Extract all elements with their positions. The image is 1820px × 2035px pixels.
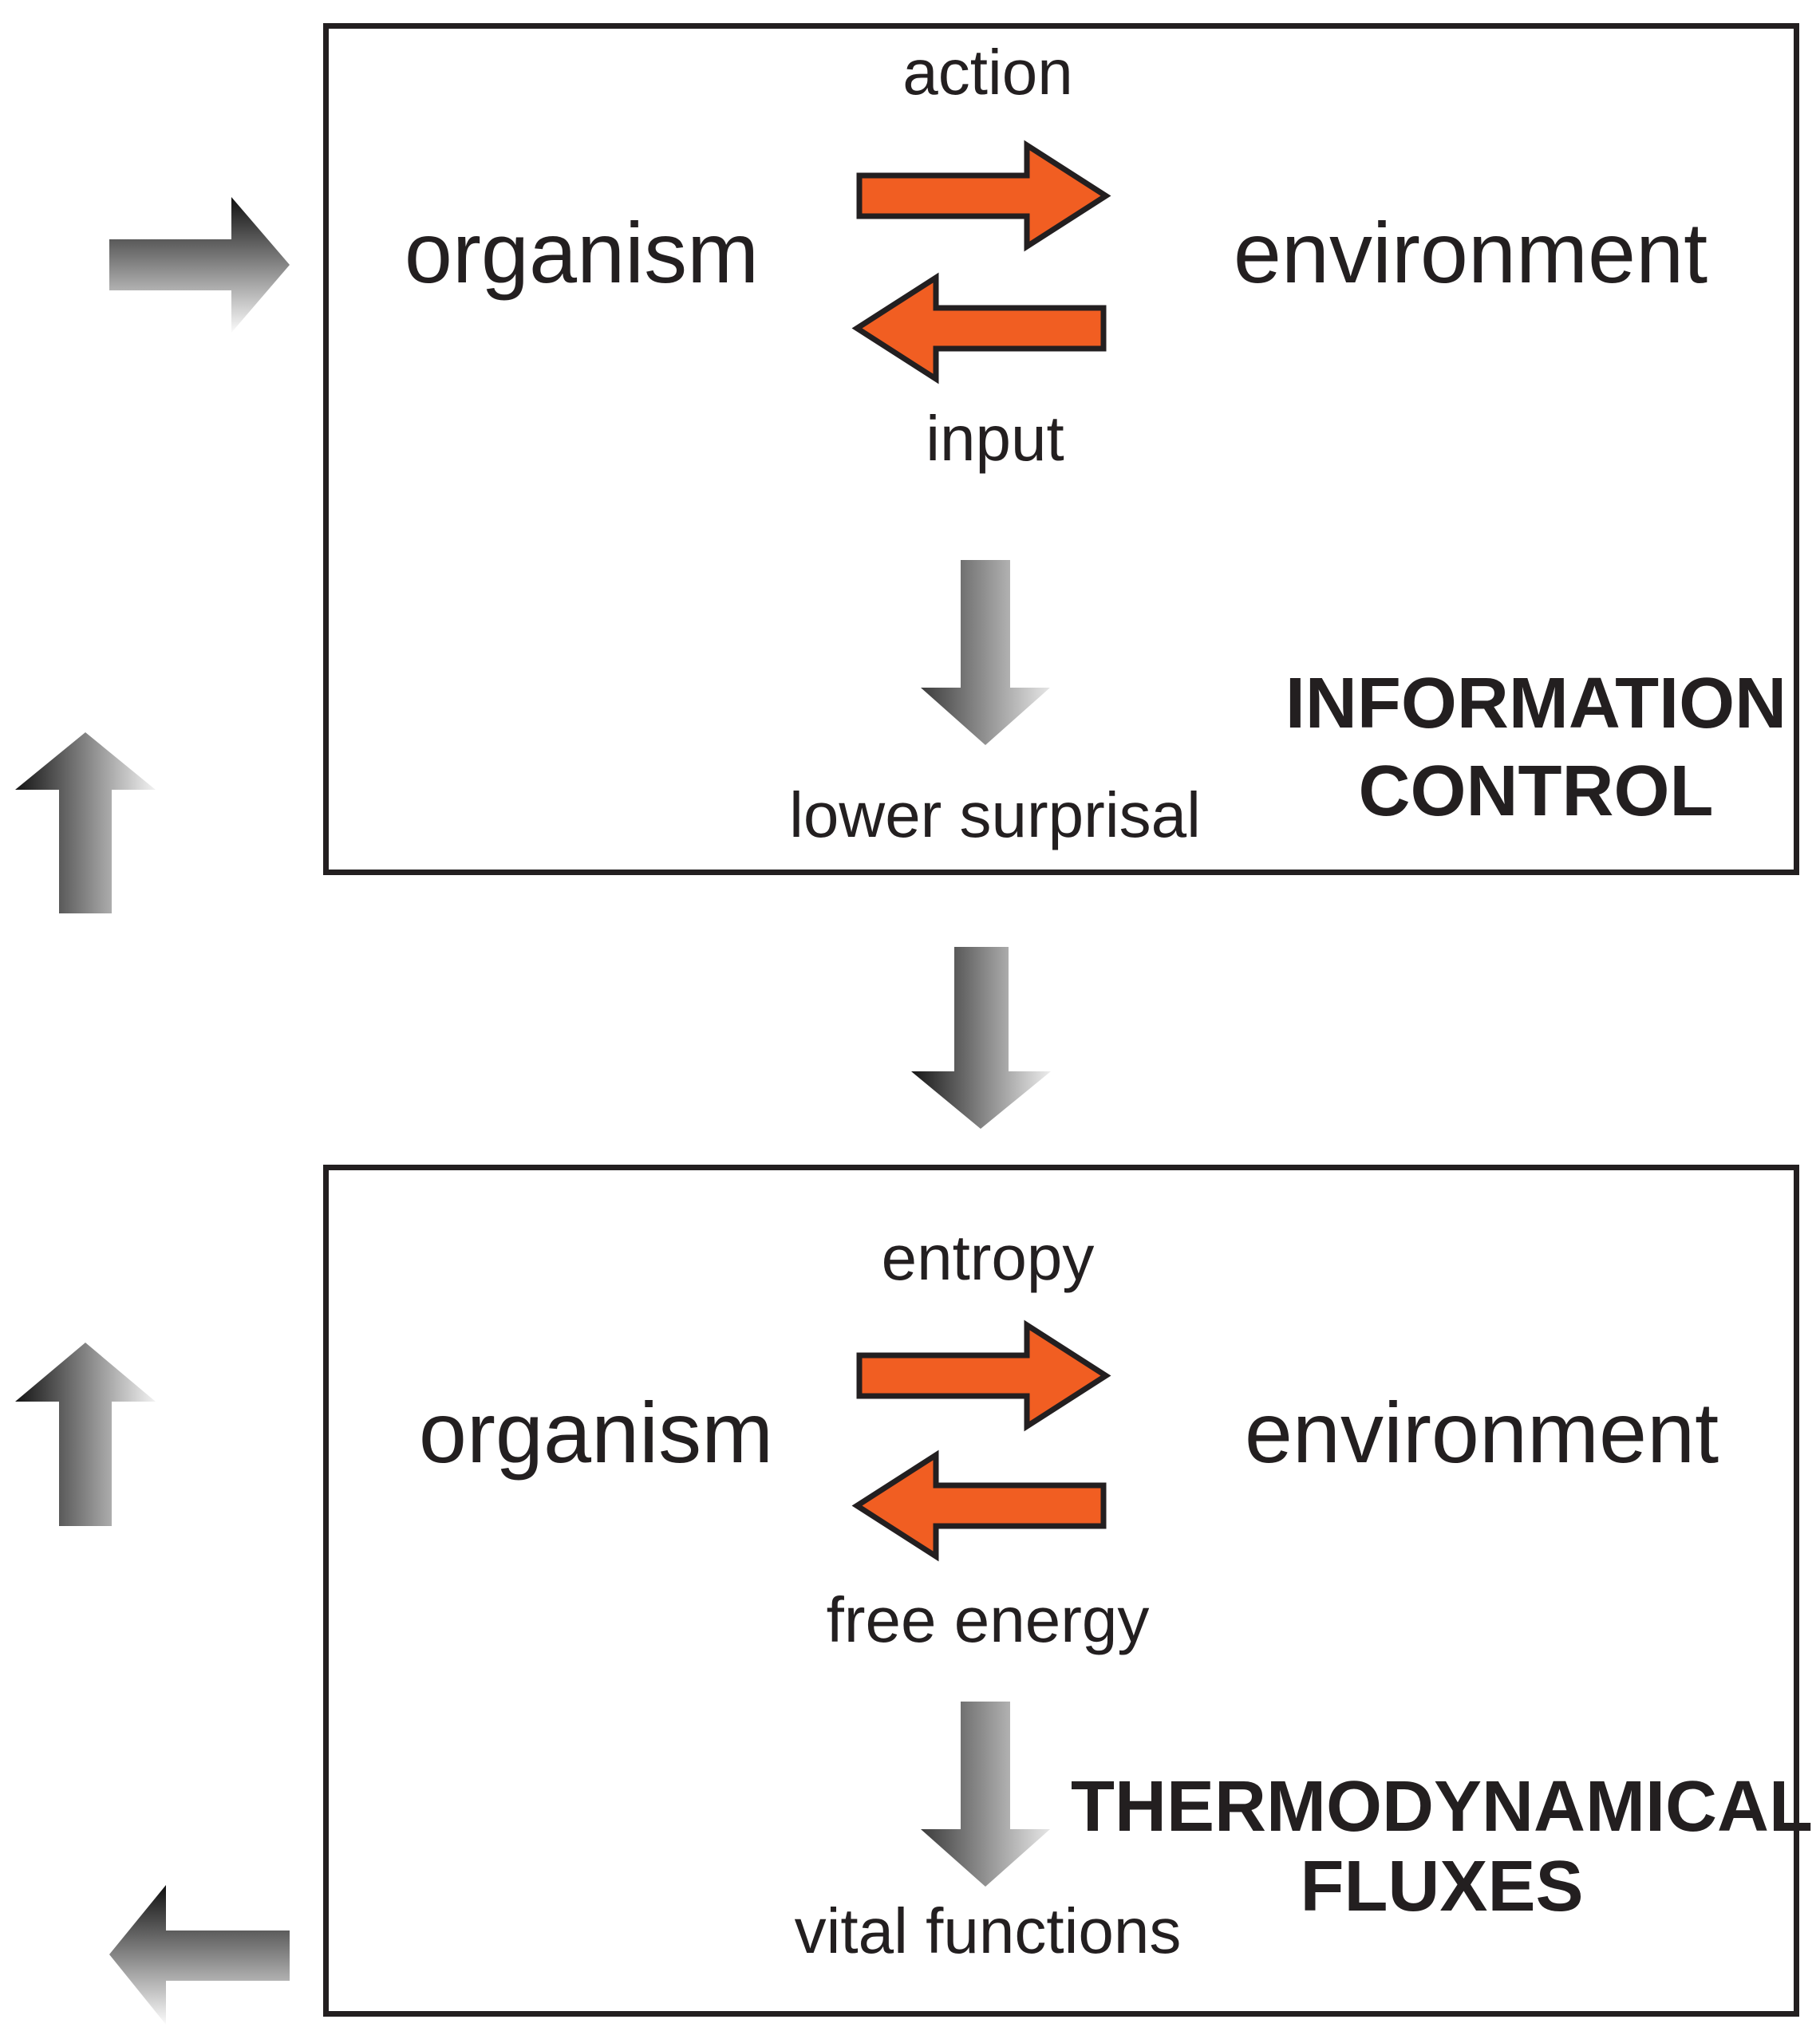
inter-box-down-arrow-icon xyxy=(911,947,1051,1129)
free-energy-arrow-icon xyxy=(851,1449,1107,1562)
lower-surprisal-label: lower surprisal xyxy=(789,779,1201,850)
free-energy-label: free energy xyxy=(826,1584,1150,1655)
input-arrow-icon xyxy=(851,272,1107,385)
action-label: action xyxy=(902,37,1073,108)
organism-label: organism xyxy=(404,204,760,301)
organism-label: organism xyxy=(418,1384,774,1481)
action-arrow-icon xyxy=(856,140,1111,252)
entropy-arrow-icon xyxy=(856,1319,1111,1432)
environment-label: environment xyxy=(1244,1384,1719,1481)
title-line-2: CONTROL xyxy=(1358,751,1714,831)
thermodynamical-fluxes-title: THERMODYNAMICAL FLUXES xyxy=(1071,1767,1813,1927)
feedback-up-arrow-top-icon xyxy=(15,732,156,913)
external-output-left-arrow-icon xyxy=(109,1885,290,2025)
feedback-up-arrow-bottom-icon xyxy=(15,1343,156,1526)
vital-functions-label: vital functions xyxy=(794,1895,1182,1966)
vital-functions-down-arrow-icon xyxy=(921,1702,1050,1887)
title-line-1: INFORMATION xyxy=(1285,664,1787,743)
environment-label: environment xyxy=(1233,204,1708,301)
entropy-label: entropy xyxy=(881,1222,1095,1293)
title-line-1: THERMODYNAMICAL xyxy=(1071,1767,1813,1847)
information-control-title: INFORMATION CONTROL xyxy=(1285,660,1786,835)
title-line-2: FLUXES xyxy=(1300,1847,1584,1927)
external-input-right-arrow-icon xyxy=(109,197,290,333)
input-label: input xyxy=(926,403,1064,474)
information-control-box: action organism environment input lower … xyxy=(323,23,1799,875)
lower-surprisal-down-arrow-icon xyxy=(921,560,1050,745)
thermodynamical-fluxes-box: entropy organism environment free energy… xyxy=(323,1165,1813,2017)
